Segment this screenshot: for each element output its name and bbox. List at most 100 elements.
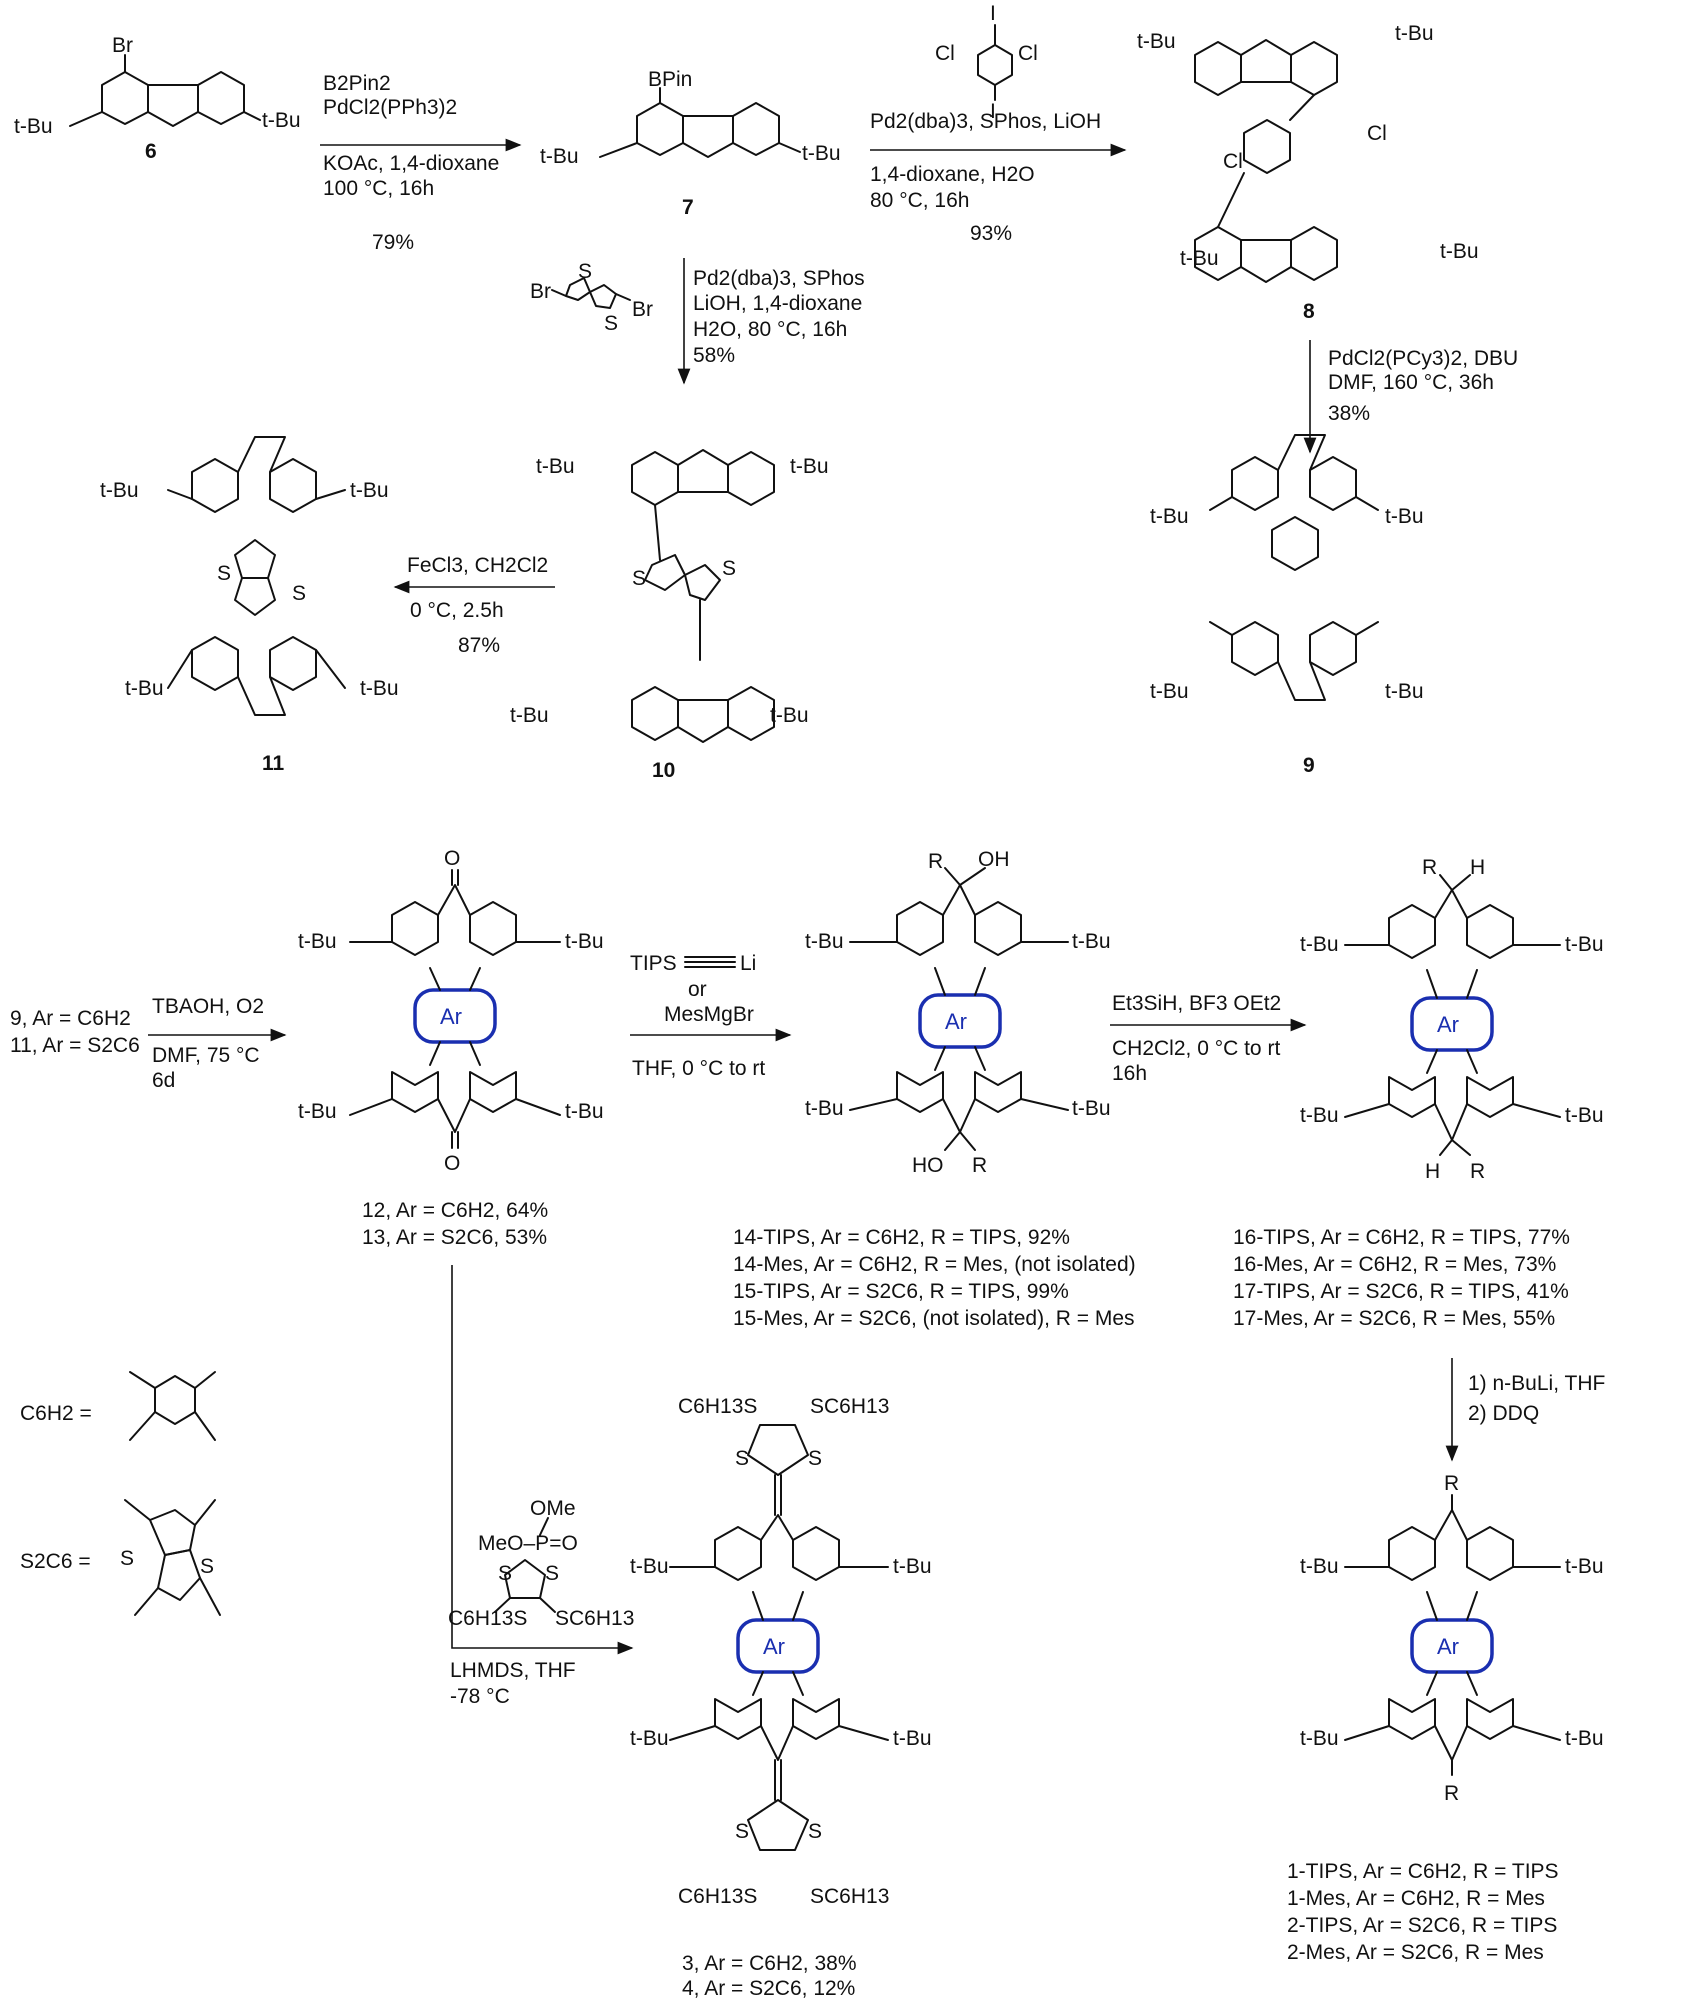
reagent-line: CH2Cl2, 0 °C to rt [1112,1037,1280,1060]
reagent-line: 6d [152,1069,175,1092]
bpin-label: BPin [648,68,692,91]
sulfur-label: S [545,1562,559,1585]
compound-number: 10 [652,759,675,782]
structure-compound-9: t-Bu t-Bu t-Bu t-Bu 9 [1150,434,1424,777]
sc6h13-label: SC6H13 [810,1885,889,1908]
tbu-label: t-Bu [262,109,301,132]
tbu-label: t-Bu [1565,1555,1604,1578]
bromo-label: Br [632,298,653,321]
structure-compound-1-2: R Ar t-Bu t-Bu t-Bu t-Bu R 1-TIPS, Ar = … [1287,1472,1604,1964]
iodo-label: I [990,2,996,25]
yield-label: 79% [372,231,414,254]
tbu-label: t-Bu [360,677,399,700]
compound-label: 4, Ar = S2C6, 12% [682,1977,855,2000]
tbu-label: t-Bu [1385,680,1424,703]
tbu-label: t-Bu [1180,247,1219,270]
tbu-label: t-Bu [1385,505,1424,528]
reagent-line: THF, 0 °C to rt [632,1057,765,1080]
phosphonate-ome: OMe [530,1497,576,1520]
c6h13s-label: C6H13S [678,1395,757,1418]
reagent-line: 2) DDQ [1468,1402,1539,1425]
compound-number: 9 [1303,754,1315,777]
bromo-label: Br [112,34,133,57]
sulfur-label: S [292,582,306,605]
reagent-line: MesMgBr [664,1003,754,1026]
reagent-line: KOAc, 1,4-dioxane [323,152,499,175]
tbu-label: t-Bu [630,1555,669,1578]
start-material: 9, Ar = C6H2 [10,1007,131,1030]
reagent-line: 0 °C, 2.5h [410,599,504,622]
iodo-label: I [990,100,996,123]
reagent-tips: TIPS [630,952,677,975]
structure-compound-14-15: R OH Ar t-Bu t-Bu t-Bu t-Bu HO R 14-TIPS… [733,848,1136,1330]
sulfur-label: S [735,1447,749,1470]
tbu-label: t-Bu [1300,933,1339,956]
reaction-horner-wittig: OMe MeO–P=O S S C6H13S SC6H13 LHMDS, THF… [448,1265,634,1708]
product-line: 1-Mes, Ar = C6H2, R = Mes [1287,1887,1545,1910]
sulfur-label: S [722,557,736,580]
reagent-line: TBAOH, O2 [152,995,264,1018]
reagent-line: Et3SiH, BF3 OEt2 [1112,992,1281,1015]
tbu-label: t-Bu [1565,1727,1604,1750]
ar-label: Ar [1437,1012,1459,1037]
tbu-label: t-Bu [100,479,139,502]
tbu-label: t-Bu [536,455,575,478]
reaction-scholl: FeCl3, CH2Cl2 0 °C, 2.5h 87% [393,554,555,657]
reagent-line: 80 °C, 16h [870,189,969,212]
sulfur-label: S [578,260,592,283]
reagent-line: 100 °C, 16h [323,177,434,200]
reagent-line: -78 °C [450,1685,510,1708]
compound-number: 11 [262,752,285,775]
product-line: 16-Mes, Ar = C6H2, R = Mes, 73% [1233,1253,1556,1276]
reagent-or: or [688,978,707,1001]
reagent-line: H2O, 80 °C, 16h [693,318,847,341]
structure-compound-10: t-Bu t-Bu S S t-Bu t-Bu 10 [510,449,829,782]
reaction-oxidation: 9, Ar = C6H2 11, Ar = S2C6 TBAOH, O2 DMF… [10,995,287,1092]
sulfur-label: S [217,562,231,585]
compound-label: 3, Ar = C6H2, 38% [682,1952,857,1975]
tbu-label: t-Bu [510,704,549,727]
hydrogen-label: H [1425,1160,1440,1183]
product-line: 15-TIPS, Ar = S2C6, R = TIPS, 99% [733,1280,1069,1303]
r-label: R [1444,1782,1459,1805]
tbu-label: t-Bu [790,455,829,478]
reaction-deprotonation-oxidation: 1) n-BuLi, THF 2) DDQ [1445,1358,1605,1462]
legend-ar-definitions: C6H2 = S2C6 = S S [20,1371,221,1616]
hydrogen-label: H [1470,856,1485,879]
compound-number: 8 [1303,300,1315,323]
r-label: R [1444,1472,1459,1495]
reagent-line: DMF, 160 °C, 36h [1328,371,1494,394]
reagent-line: Pd2(dba)3, SPhos, LiOH [870,110,1101,133]
tbu-label: t-Bu [1072,1097,1111,1120]
structure-compound-8: t-Bu t-Bu Cl Cl t-Bu t-Bu 8 [1137,22,1479,323]
product-line: 17-TIPS, Ar = S2C6, R = TIPS, 41% [1233,1280,1569,1303]
reagent-line: DMF, 75 °C [152,1044,260,1067]
reagent-li: Li [740,952,756,975]
structure-compound-6: Br t-Bu t-Bu 6 [14,34,301,163]
sulfur-label: S [604,312,618,335]
chloro-label: Cl [935,42,955,65]
tbu-label: t-Bu [802,142,841,165]
product-line: 14-Mes, Ar = C6H2, R = Mes, (not isolate… [733,1253,1136,1276]
reaction-thienothiophene-coupling: S S Br Br Pd2(dba)3, SPhos LiOH, 1,4-dio… [530,258,865,385]
tbu-label: t-Bu [1137,30,1176,53]
sulfur-label: S [200,1555,214,1578]
tbu-label: t-Bu [1395,22,1434,45]
tbu-label: t-Bu [770,704,809,727]
ar-label: Ar [440,1004,462,1029]
r-label: R [1470,1160,1485,1183]
chloro-label: Cl [1018,42,1038,65]
start-material: 11, Ar = S2C6 [10,1034,140,1057]
hydroxy-label: OH [978,848,1010,871]
sulfur-label: S [808,1820,822,1843]
reaction-suzuki-coupling: I Cl Cl I Pd2(dba)3, SPhos, LiOH 1,4-dio… [870,2,1127,245]
product-line: 2-Mes, Ar = S2C6, R = Mes [1287,1941,1544,1964]
tbu-label: t-Bu [565,1100,604,1123]
product-line: 1-TIPS, Ar = C6H2, R = TIPS [1287,1860,1559,1883]
compound-label: 12, Ar = C6H2, 64% [362,1199,548,1222]
reagent-line: PdCl2(PPh3)2 [323,96,457,119]
structure-compound-16-17: R H Ar t-Bu t-Bu t-Bu t-Bu H R 16-TIPS, … [1233,856,1604,1330]
sc6h13-label: SC6H13 [555,1607,634,1630]
product-line: 16-TIPS, Ar = C6H2, R = TIPS, 77% [1233,1226,1570,1249]
